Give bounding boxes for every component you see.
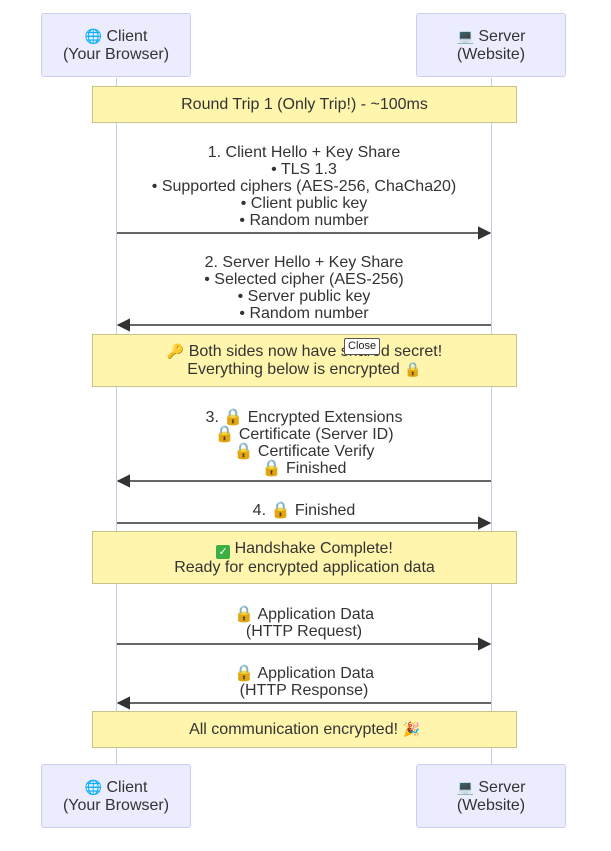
message-2-line: • Random number: [239, 305, 369, 322]
note-handshake-line2: Ready for encrypted application data: [174, 558, 435, 576]
message-1-line: • Client public key: [240, 195, 368, 212]
message-6-line: (HTTP Response): [239, 682, 369, 699]
message-4-label: 4. 🔒 Finished: [117, 502, 491, 519]
party-icon: 🎉: [402, 721, 420, 738]
globe-icon: 🌐: [84, 779, 103, 796]
server-label: Server: [478, 27, 526, 45]
computer-icon: 💻: [456, 779, 474, 796]
lock-icon: 🔒: [404, 361, 422, 378]
message-1-line: • TLS 1.3: [271, 161, 337, 178]
message-3-line: 3. 🔒 Encrypted Extensions: [205, 409, 403, 426]
server-sublabel: (Website): [456, 45, 526, 63]
message-2-line: 2. Server Hello + Key Share: [204, 254, 404, 271]
note-all-encrypted: All communication encrypted! 🎉: [92, 711, 517, 748]
server-sublabel: (Website): [456, 796, 526, 814]
message-1-label: 1. Client Hello + Key Share • TLS 1.3 • …: [117, 144, 491, 229]
message-3-line: 🔒 Certificate (Server ID): [214, 426, 394, 443]
note-shared-secret-line2: Everything below is encrypted: [187, 360, 400, 378]
message-6-line: 🔒 Application Data: [234, 665, 374, 682]
server-actor-bottom[interactable]: 💻 Server (Website): [416, 764, 566, 828]
message-6-label: 🔒 Application Data (HTTP Response): [117, 665, 491, 699]
key-icon: 🔑: [166, 343, 185, 360]
server-lifeline: [491, 78, 492, 764]
note-round-trip: Round Trip 1 (Only Trip!) - ~100ms: [92, 86, 517, 123]
message-2-label: 2. Server Hello + Key Share • Selected c…: [117, 254, 491, 322]
message-5-line: (HTTP Request): [245, 623, 363, 640]
client-sublabel: (Your Browser): [62, 796, 170, 814]
client-actor-top[interactable]: 🌐 Client (Your Browser): [41, 13, 191, 77]
computer-icon: 💻: [456, 28, 474, 45]
note-round-trip-text: Round Trip 1 (Only Trip!) - ~100ms: [181, 96, 428, 113]
message-4-line: 4. 🔒 Finished: [252, 502, 356, 519]
message-1-line: 1. Client Hello + Key Share: [207, 144, 401, 161]
message-5-label: 🔒 Application Data (HTTP Request): [117, 606, 491, 640]
server-actor-top[interactable]: 💻 Server (Website): [416, 13, 566, 77]
client-sublabel: (Your Browser): [62, 45, 170, 63]
message-1-line: • Supported ciphers (AES-256, ChaCha20): [151, 178, 457, 195]
message-3-line: 🔒 Certificate Verify: [233, 443, 375, 460]
message-5-line: 🔒 Application Data: [234, 606, 374, 623]
globe-icon: 🌐: [84, 28, 103, 45]
check-icon: ✓: [216, 544, 231, 559]
client-lifeline: [116, 78, 117, 764]
note-all-encrypted-text: All communication encrypted!: [189, 720, 399, 738]
note-handshake: ✓ Handshake Complete! Ready for encrypte…: [92, 531, 517, 584]
message-2-line: • Selected cipher (AES-256): [204, 271, 404, 288]
note-handshake-line1: Handshake Complete!: [234, 539, 393, 557]
message-1-line: • Random number: [239, 212, 369, 229]
close-tooltip[interactable]: Close: [344, 338, 381, 355]
client-label: Client: [106, 778, 148, 796]
note-shared-secret: 🔑 Both sides now have shared secret! Eve…: [92, 334, 517, 387]
server-label: Server: [478, 778, 526, 796]
message-3-label: 3. 🔒 Encrypted Extensions 🔒 Certificate …: [117, 409, 491, 477]
client-label: Client: [106, 27, 148, 45]
message-2-line: • Server public key: [237, 288, 371, 305]
message-3-line: 🔒 Finished: [261, 460, 347, 477]
client-actor-bottom[interactable]: 🌐 Client (Your Browser): [41, 764, 191, 828]
